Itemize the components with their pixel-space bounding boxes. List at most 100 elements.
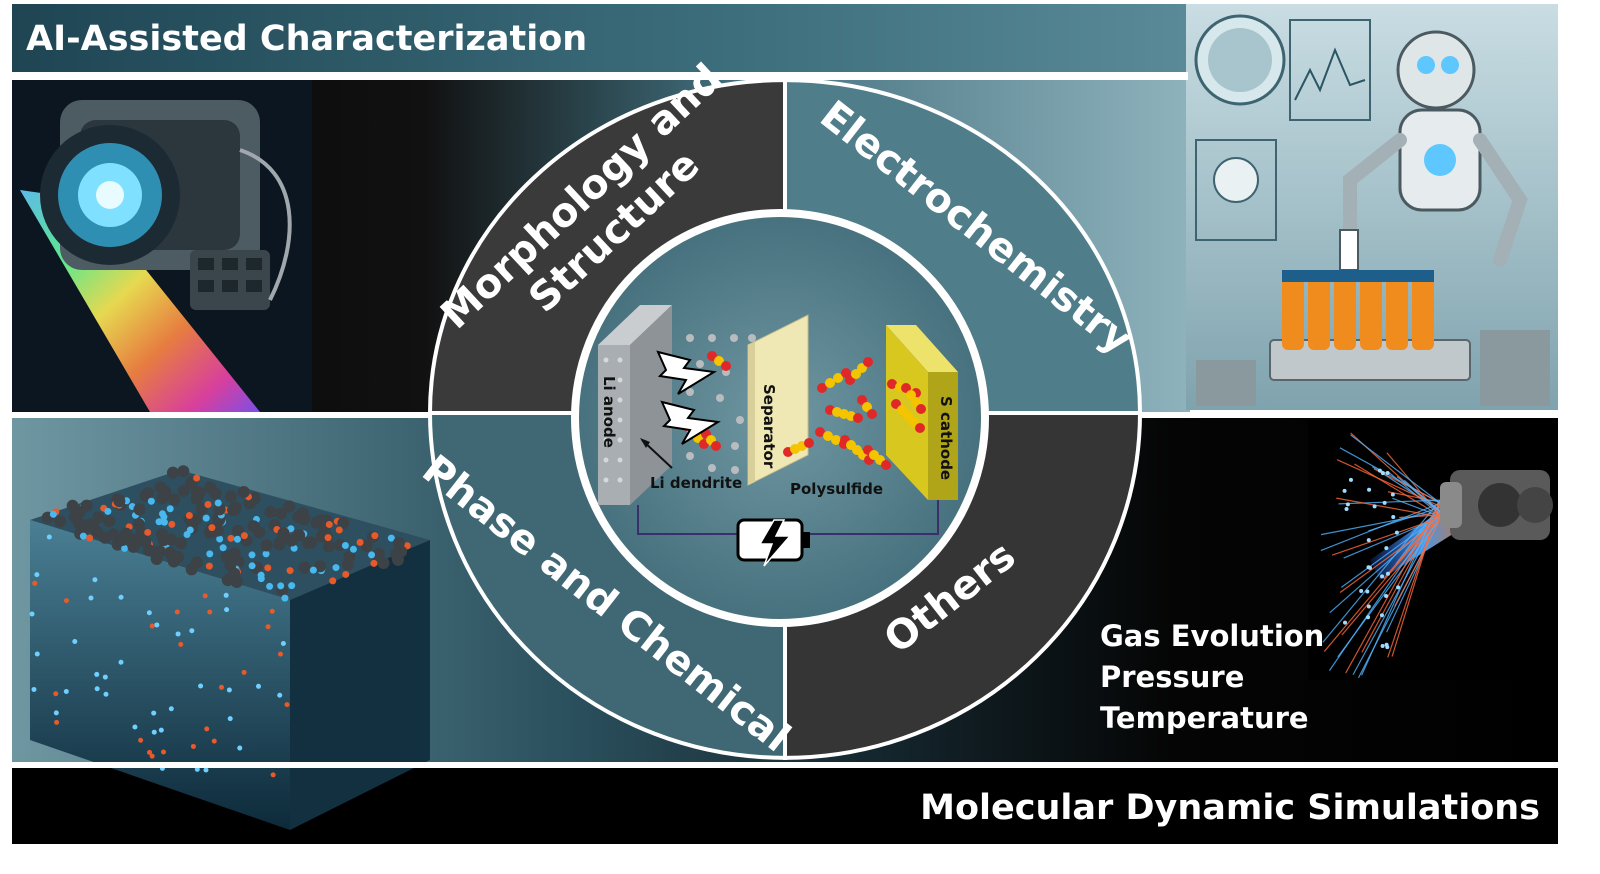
atom	[138, 737, 144, 743]
atom	[63, 598, 69, 604]
light-particle	[1366, 604, 1371, 609]
atom	[287, 525, 295, 533]
atom	[257, 575, 265, 583]
anode-dot	[617, 477, 623, 483]
light-particle	[1394, 530, 1399, 535]
electrolyte-dot	[708, 464, 716, 472]
light-beam-illustration	[1308, 420, 1558, 680]
electrolyte-particles	[686, 334, 756, 474]
light-particle	[1379, 613, 1384, 618]
atom	[208, 524, 216, 532]
atom	[29, 611, 35, 617]
sulfur-atom	[831, 435, 841, 445]
atom	[204, 500, 212, 508]
light-fiber	[1320, 502, 1441, 552]
lithium-atom	[707, 351, 717, 361]
atom	[233, 535, 241, 543]
atom	[274, 507, 287, 520]
atom	[133, 503, 146, 516]
atom	[377, 557, 390, 570]
electrolyte-dot	[708, 334, 716, 342]
light-particle	[1365, 589, 1370, 594]
light-particle	[1345, 502, 1350, 507]
atom	[86, 534, 94, 542]
lithium-atom	[863, 357, 873, 367]
atom	[223, 592, 229, 598]
atom	[193, 474, 201, 482]
atom	[194, 766, 200, 772]
atom	[189, 628, 195, 634]
atom	[264, 506, 277, 519]
anode-dot	[617, 397, 623, 403]
light-fiber	[1383, 511, 1441, 580]
atom	[248, 562, 256, 570]
atom	[224, 490, 237, 503]
anode-dot	[617, 457, 623, 463]
light-particle	[1382, 500, 1387, 505]
atom	[190, 492, 203, 505]
light-fiber	[1354, 463, 1441, 517]
atom	[204, 726, 210, 732]
separator: Separator	[747, 314, 809, 486]
atom	[302, 537, 315, 550]
atom	[104, 507, 112, 515]
top-banner	[12, 4, 1188, 72]
electrolyte-dot	[731, 442, 739, 450]
atom	[79, 532, 87, 540]
atom	[226, 687, 232, 693]
light-particle	[1384, 546, 1389, 551]
anode-dot	[603, 437, 609, 443]
polysulfide-chains	[681, 351, 926, 470]
anode-dot	[617, 437, 623, 443]
light-fiber	[1350, 434, 1441, 504]
atom	[247, 520, 260, 533]
anode-dot	[603, 417, 609, 423]
atom	[243, 497, 256, 510]
atom	[83, 518, 96, 531]
cathode-label: S cathode	[937, 396, 955, 480]
light-particle	[1372, 504, 1377, 509]
atom	[54, 719, 60, 725]
atom	[298, 561, 311, 574]
atom	[198, 683, 204, 689]
electrolyte-dot	[686, 334, 694, 342]
light-fiber	[1403, 479, 1441, 513]
atom	[175, 631, 181, 637]
atom	[139, 489, 152, 502]
atom	[113, 495, 126, 508]
bottom-banner-title: Molecular Dynamic Simulations	[920, 788, 1540, 828]
robot-illustration	[1186, 4, 1558, 410]
atom	[290, 544, 298, 552]
molecular-cube-illustration	[29, 465, 430, 830]
sulfur-atom	[833, 373, 843, 383]
sulfur-atom	[906, 390, 916, 400]
atom	[122, 532, 135, 545]
atom	[66, 499, 79, 512]
atom	[325, 520, 333, 528]
polysulfide-label: Polysulfide	[790, 480, 883, 498]
atom	[151, 729, 157, 735]
atom	[154, 481, 167, 494]
anode-label: Li anode	[600, 376, 618, 448]
atom	[177, 484, 190, 497]
lithium-atom	[916, 404, 926, 414]
atom	[264, 564, 272, 572]
lithium-atom	[804, 438, 814, 448]
atom	[183, 530, 191, 538]
atom	[298, 513, 311, 526]
atom	[214, 499, 222, 507]
light-particle	[1348, 477, 1353, 482]
atom	[322, 540, 335, 553]
atom	[274, 536, 287, 549]
atom	[207, 609, 213, 615]
atom	[168, 706, 174, 712]
atom	[63, 689, 69, 695]
atom	[286, 567, 294, 575]
light-particle	[1396, 585, 1401, 590]
atom	[283, 500, 296, 513]
atom	[53, 691, 59, 697]
light-fiber	[1338, 499, 1441, 505]
atom	[107, 528, 120, 541]
